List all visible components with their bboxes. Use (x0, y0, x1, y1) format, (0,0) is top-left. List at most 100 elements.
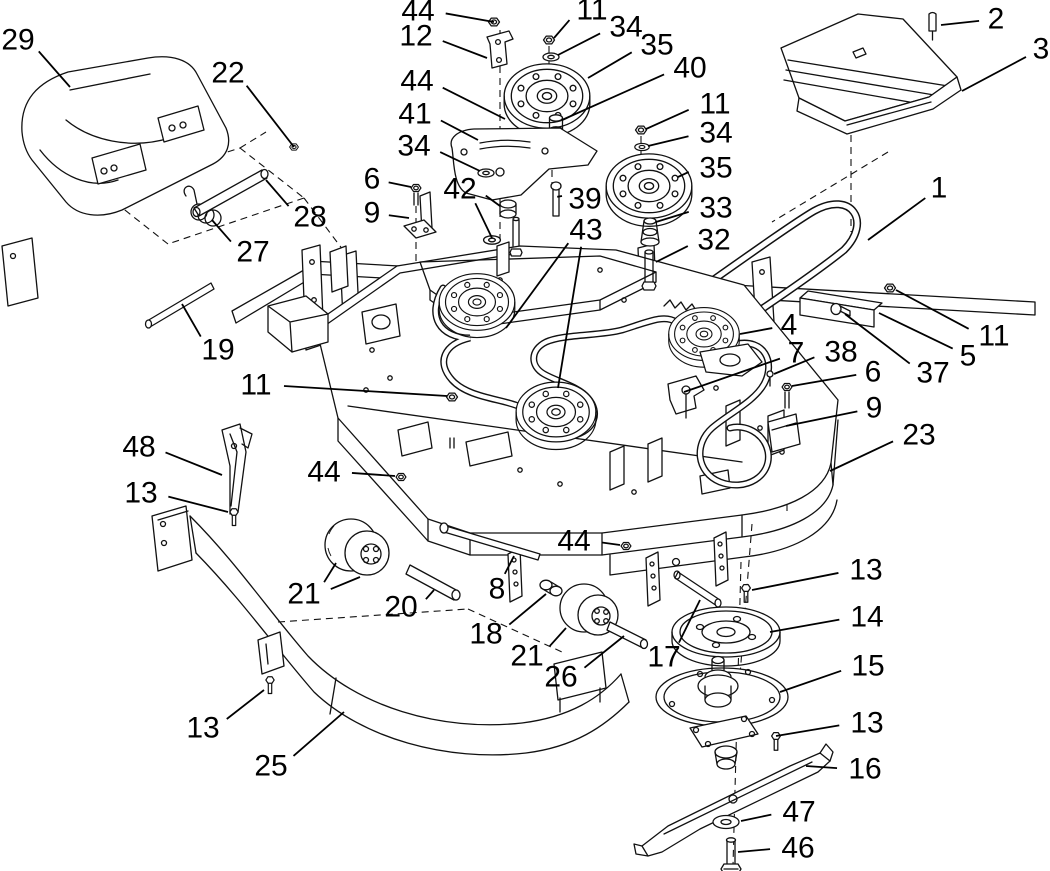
callout-label-44: 44 (557, 525, 590, 558)
callout-label-3: 3 (1033, 33, 1050, 66)
callout-label-6: 6 (865, 356, 882, 389)
callout-leader-20 (425, 589, 435, 600)
nut-11-b (634, 125, 648, 135)
callout-leader-13 (751, 572, 839, 591)
callout-label-17: 17 (647, 641, 680, 674)
callout-leader-42 (485, 194, 501, 207)
callout-leader-42 (474, 202, 493, 239)
support-channel (799, 283, 897, 328)
callout-leader-34 (557, 32, 601, 56)
callout-label-15: 15 (851, 650, 884, 683)
callout-label-26: 26 (544, 661, 577, 694)
nut-11-a (542, 35, 556, 45)
cover-pin (928, 11, 937, 41)
callout-label-29: 29 (1, 24, 34, 57)
callout-leader-43 (557, 246, 583, 389)
callout-label-18: 18 (469, 618, 502, 651)
callout-label-20: 20 (384, 591, 417, 624)
callout-leader-43 (505, 242, 570, 329)
callout-label-21: 21 (510, 640, 543, 673)
callout-label-21: 21 (287, 578, 320, 611)
callout-label-9: 9 (364, 197, 381, 230)
callout-leader-9 (785, 410, 858, 427)
deck-pulleys (438, 273, 763, 451)
callout-label-35: 35 (640, 29, 673, 62)
bolt-13-a (229, 508, 239, 527)
callout-label-39: 39 (568, 183, 601, 216)
callout-label-7: 7 (788, 337, 805, 370)
callout-leader-5 (878, 312, 954, 350)
callout-leader-6 (791, 374, 857, 387)
callout-leader-44 (442, 86, 506, 120)
callout-leader-13 (226, 689, 265, 720)
callout-label-13: 13 (124, 477, 157, 510)
callout-leader-13 (775, 724, 840, 737)
spacer-42-a (499, 199, 517, 209)
nut-11-right (883, 283, 897, 293)
callout-leader-21 (323, 562, 337, 583)
callout-label-9: 9 (866, 392, 883, 425)
callout-leader-18 (508, 593, 547, 626)
callout-label-44: 44 (307, 456, 340, 489)
idler-pulley-35-a (503, 63, 591, 137)
bolt-6-b (781, 382, 793, 392)
callout-label-11: 11 (978, 320, 1009, 353)
callout-leader-35 (587, 51, 633, 79)
callout-leader-41 (440, 119, 479, 141)
callout-label-48: 48 (122, 431, 155, 464)
callout-label-8: 8 (489, 573, 506, 606)
washer-34-a (542, 52, 560, 62)
callout-label-11: 11 (576, 0, 607, 27)
callout-leader-3 (961, 56, 1027, 92)
callout-leader-34 (647, 135, 689, 147)
callout-label-37: 37 (916, 357, 949, 390)
callout-label-19: 19 (201, 334, 234, 367)
callout-leader-33 (655, 211, 689, 223)
idler-arm-41 (450, 127, 598, 257)
spacer-33 (643, 217, 657, 225)
spindle-stack (633, 583, 834, 871)
bolt-39-head (550, 181, 562, 191)
rod-17 (674, 571, 721, 607)
callout-label-12: 12 (399, 20, 432, 53)
callout-leader-11 (283, 385, 448, 397)
callout-leader-14 (769, 618, 840, 633)
callout-leader-38 (773, 356, 815, 375)
hinge-rod-19 (144, 282, 215, 329)
callout-leader-32 (655, 245, 689, 263)
bolt-43 (512, 216, 520, 222)
callout-label-5: 5 (960, 340, 977, 373)
callout-label-42: 42 (443, 173, 476, 206)
belt-guide-48 (221, 423, 253, 527)
blade-bolt-46 (720, 837, 742, 871)
callout-label-11: 11 (699, 88, 730, 121)
nut-11-c (445, 392, 459, 402)
callout-label-44: 44 (401, 0, 434, 28)
spindle-pulley-14 (671, 606, 781, 667)
callout-leader-22 (245, 85, 295, 148)
callout-leader-16 (805, 765, 838, 770)
drive-belt (632, 200, 861, 360)
callout-label-33: 33 (699, 192, 732, 225)
callout-label-35: 35 (699, 152, 732, 185)
callout-leader-6 (388, 181, 412, 188)
callout-leader-7 (683, 357, 781, 393)
bolt-32 (644, 249, 654, 255)
washer-34-c (634, 142, 650, 152)
callout-label-43: 43 (569, 214, 602, 247)
discharge-chute (21, 56, 230, 216)
callout-leader-1 (867, 197, 926, 241)
callout-leader-29 (38, 50, 71, 88)
callout-leader-21 (549, 627, 567, 647)
callout-label-40: 40 (673, 52, 706, 85)
callout-leader-23 (829, 440, 894, 472)
chute-rod (192, 168, 269, 218)
spacer-40 (548, 114, 564, 122)
callout-label-1: 1 (931, 172, 948, 205)
callout-label-34: 34 (609, 11, 642, 44)
callout-leader-35 (677, 171, 690, 178)
callout-label-14: 14 (850, 601, 883, 634)
